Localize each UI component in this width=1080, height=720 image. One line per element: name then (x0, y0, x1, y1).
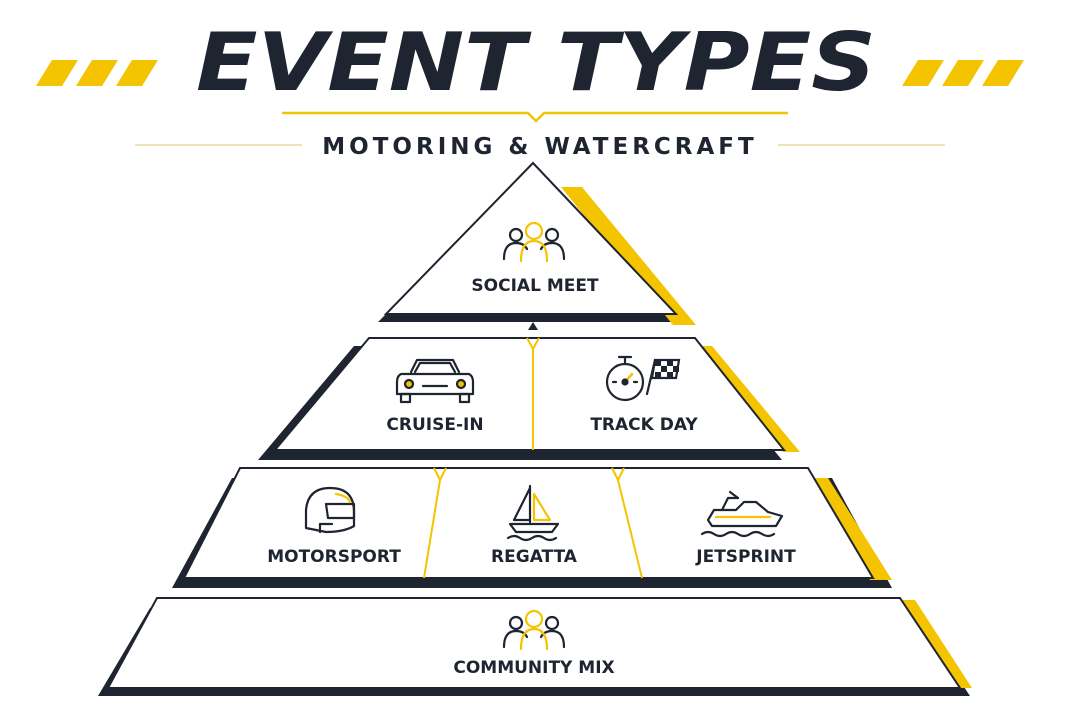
car-icon (395, 358, 475, 404)
right-stripes (902, 60, 1024, 86)
jetski-icon (700, 490, 784, 538)
tier-label-track-day: TRACK DAY (590, 415, 698, 435)
page-subtitle: MOTORING & WATERCRAFT (322, 134, 757, 160)
helmet-icon (304, 486, 356, 534)
tier-label-motorsport: MOTORSPORT (267, 547, 401, 567)
tier-label-social-meet: SOCIAL MEET (471, 276, 599, 296)
tier-label-regatta: REGATTA (491, 547, 578, 567)
tier-3 (172, 467, 892, 588)
left-stripes (36, 60, 158, 86)
group-icon (502, 609, 566, 651)
title-underline (282, 111, 788, 123)
tier-4 (98, 597, 972, 696)
tier-2 (258, 337, 800, 460)
group-icon (502, 221, 566, 263)
page-title: EVENT TYPES (196, 16, 876, 109)
sailboat-icon (506, 484, 560, 542)
tier-1 (378, 161, 696, 330)
tier-label-cruise-in: CRUISE-IN (386, 415, 483, 435)
tier-label-community-mix: COMMUNITY MIX (453, 658, 614, 678)
stopwatch-flag-icon (605, 355, 681, 402)
tier-label-jetsprint: JETSPRINT (695, 547, 796, 567)
